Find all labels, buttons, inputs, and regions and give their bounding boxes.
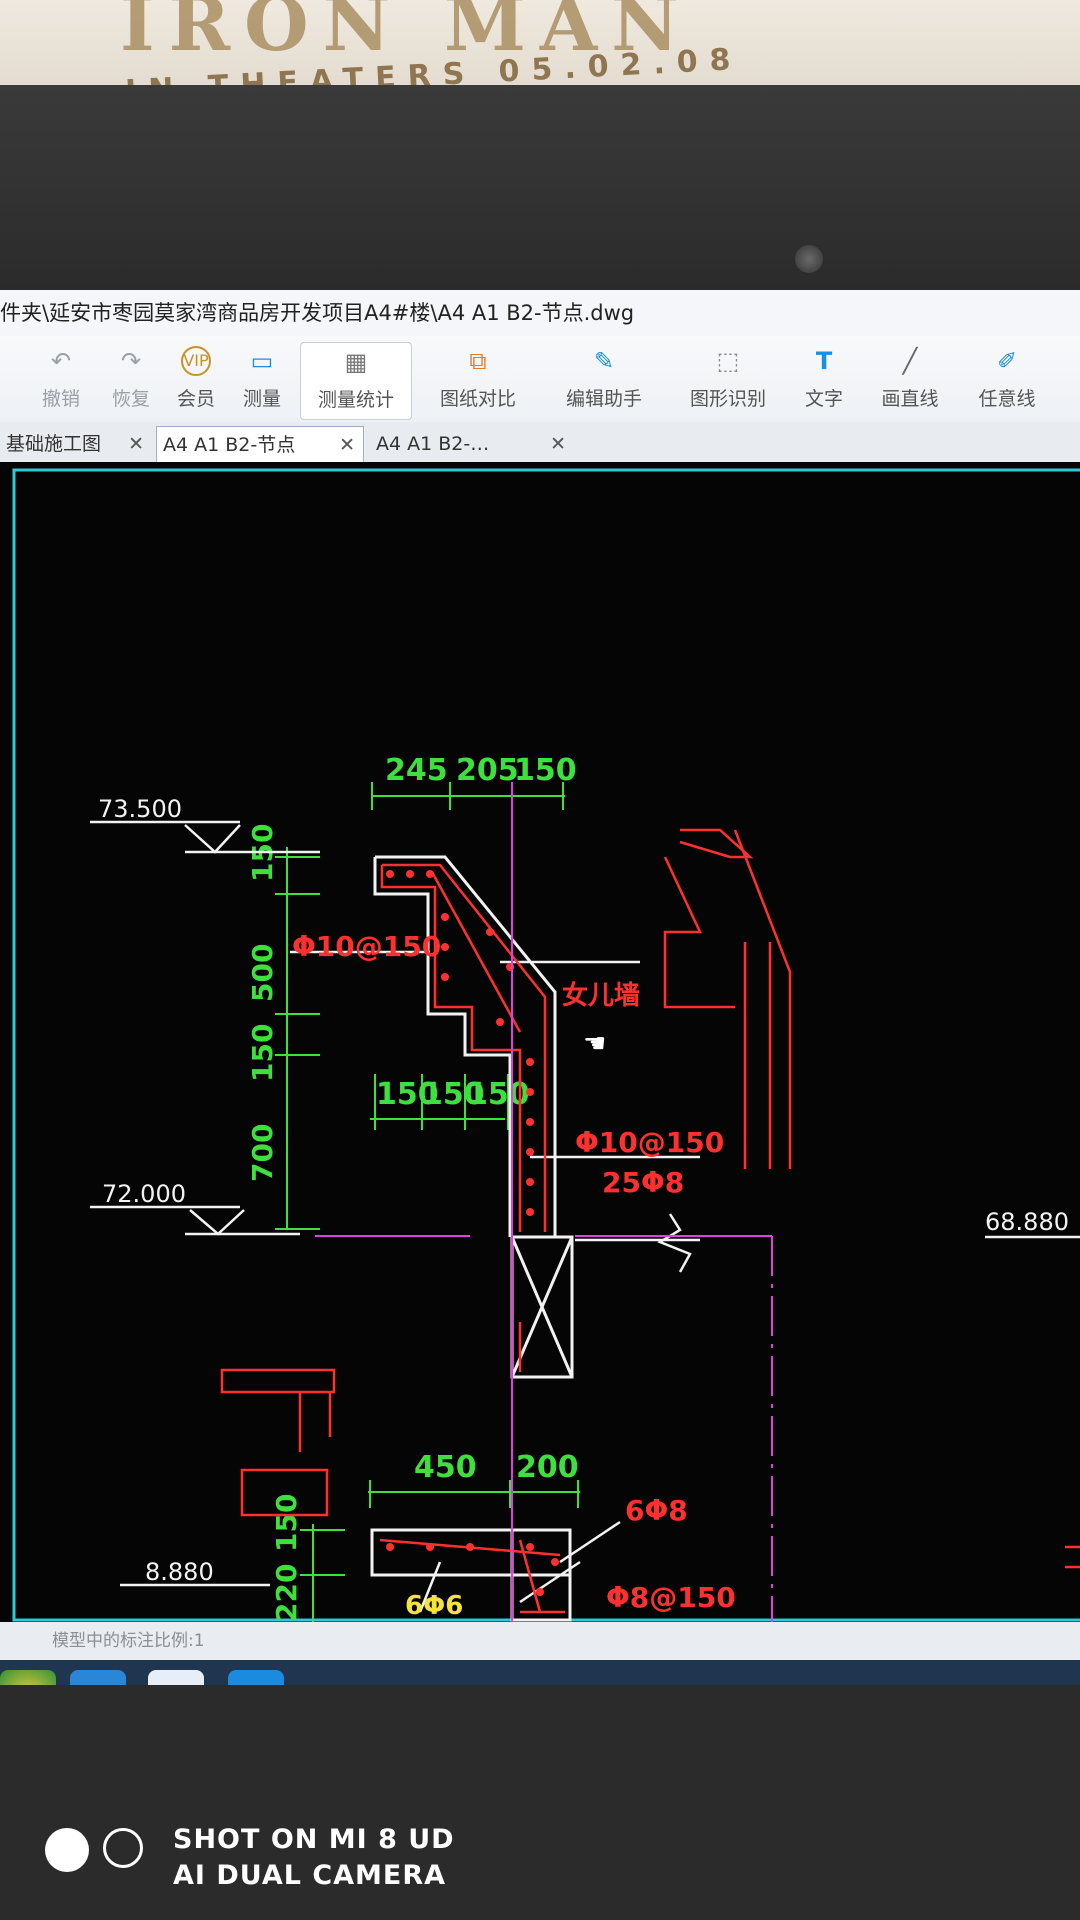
redo-label: 恢复 (111, 388, 150, 410)
measure-button[interactable]: ▭ 测量 (232, 342, 292, 418)
watermark-dot-outline (103, 1828, 143, 1868)
tab-label: A4 A1 B2-… (376, 433, 490, 455)
webcam (795, 245, 823, 273)
redo-button[interactable]: ↷ 恢复 (100, 342, 162, 418)
vip-button[interactable]: VIP 会员 (168, 342, 224, 418)
tab-b2-node-active[interactable]: A4 A1 B2-节点 ✕ (156, 426, 364, 462)
freehand-label: 任意线 (978, 388, 1036, 410)
text-icon: T (815, 347, 833, 375)
dim-bottom-left-2: 220 (270, 1564, 303, 1622)
vip-label: 会员 (176, 388, 215, 410)
edit-helper-button[interactable]: ✎ 编辑助手 (556, 342, 652, 418)
rebar-label-6: Φ8@150 (606, 1581, 736, 1614)
shape-recognize-icon: ⬚ (716, 347, 740, 375)
dim-left-4: 700 (246, 1124, 279, 1182)
elevation-bottom: 8.880 (145, 1558, 214, 1586)
rebar-label-4: 6Φ8 (625, 1494, 688, 1527)
measure-label: 测量 (242, 388, 281, 410)
ruler-icon: ▭ (250, 347, 274, 375)
dim-top-3: 150 (514, 753, 577, 788)
dim-top-1: 245 (385, 753, 448, 788)
dim-mid-2: 150 (422, 1077, 485, 1112)
line-label: 画直线 (881, 388, 939, 410)
drawing-canvas[interactable]: 245 205 150 150 150 150 450 200 150 500 … (0, 462, 1080, 1622)
monitor-screen: 件夹\延安市枣园莫家湾商品房开发项目A4#楼\A4 A1 B2-节点.dwg ↶… (0, 290, 1080, 1685)
compare-icon: ⧉ (469, 347, 487, 375)
compare-label: 图纸对比 (439, 388, 516, 410)
wall-label: 女儿墙 (562, 980, 640, 1011)
toolbar-ribbon: ↶ 撤销 ↷ 恢复 VIP 会员 ▭ 测量 ▦ 测量统计 ⧉ 图纸对比 ✎ 编辑… (0, 336, 1080, 423)
text-button[interactable]: T 文字 (798, 342, 850, 418)
freehand-button[interactable]: ✐ 任意线 (968, 342, 1046, 418)
document-tabs: 基础施工图 ✕ A4 A1 B2-节点 ✕ A4 A1 B2-… ✕ (0, 422, 1080, 463)
measure-stats-label: 测量统计 (317, 389, 394, 411)
edit-helper-icon: ✎ (593, 347, 615, 375)
rebar-label-1: Φ10@150 (292, 930, 441, 963)
tab-label: A4 A1 B2-节点 (163, 434, 296, 456)
cad-viewer-icon[interactable] (70, 1670, 126, 1685)
dim-bottom-1: 450 (414, 1450, 477, 1485)
edit-helper-label: 编辑助手 (565, 388, 642, 410)
dim-bottom-2: 200 (516, 1450, 579, 1485)
elevation-right: 68.880 (985, 1208, 1069, 1236)
tab-foundation[interactable]: 基础施工图 ✕ (0, 426, 152, 462)
measure-stats-icon: ▦ (344, 348, 368, 376)
undo-icon: ↶ (50, 347, 72, 375)
close-icon[interactable]: ✕ (128, 433, 144, 455)
dim-mid-1: 150 (376, 1077, 439, 1112)
line-button[interactable]: ╱ 画直线 (872, 342, 948, 418)
close-icon[interactable]: ✕ (550, 433, 566, 455)
elevation-mid: 72.000 (102, 1180, 186, 1208)
rebar-label-5: 6Φ6 (405, 1591, 463, 1621)
measure-stats-button[interactable]: ▦ 测量统计 (300, 342, 412, 420)
rebar-label-2: Φ10@150 (575, 1126, 724, 1159)
undo-button[interactable]: ↶ 撤销 (30, 342, 92, 418)
browser-icon[interactable] (0, 1670, 56, 1685)
status-text: 模型中的标注比例:1 (52, 1631, 205, 1651)
poster-headline: IRON MAN (120, 0, 693, 68)
shape-recognize-label: 图形识别 (689, 388, 766, 410)
text-label: 文字 (804, 388, 843, 410)
watermark-line-1: SHOT ON MI 8 UD (173, 1824, 455, 1855)
tab-b2-node-2[interactable]: A4 A1 B2-… ✕ (370, 426, 574, 462)
elevation-top: 73.500 (98, 795, 182, 823)
dim-bottom-left-1: 150 (270, 1494, 303, 1552)
cloud-icon[interactable] (148, 1670, 204, 1685)
watermark-line-2: AI DUAL CAMERA (173, 1860, 447, 1891)
app-icon[interactable] (228, 1670, 284, 1685)
dim-top-2: 205 (456, 753, 519, 788)
tab-label: 基础施工图 (6, 433, 102, 455)
watermark-dot-filled (45, 1828, 89, 1872)
status-bar: 模型中的标注比例:1 (0, 1622, 1080, 1660)
line-icon: ╱ (902, 347, 918, 375)
dim-left-3: 150 (246, 1024, 279, 1082)
hand-cursor-icon: ☚ (583, 1029, 606, 1059)
freehand-icon: ✐ (996, 347, 1018, 375)
compare-button[interactable]: ⧉ 图纸对比 (430, 342, 526, 418)
close-icon[interactable]: ✕ (339, 434, 355, 456)
rebar-label-3: 25Φ8 (602, 1166, 684, 1199)
cad-drawing: 245 205 150 150 150 150 450 200 150 500 … (12, 468, 1080, 1622)
monitor-bezel (0, 85, 1080, 305)
shape-recognize-button[interactable]: ⬚ 图形识别 (680, 342, 776, 418)
dim-left-2: 500 (246, 944, 279, 1002)
window-title: 件夹\延安市枣园莫家湾商品房开发项目A4#楼\A4 A1 B2-节点.dwg (0, 290, 1080, 336)
undo-label: 撤销 (41, 388, 80, 410)
redo-icon: ↷ (120, 347, 142, 375)
taskbar (0, 1660, 1080, 1685)
vip-icon: VIP (181, 346, 211, 376)
